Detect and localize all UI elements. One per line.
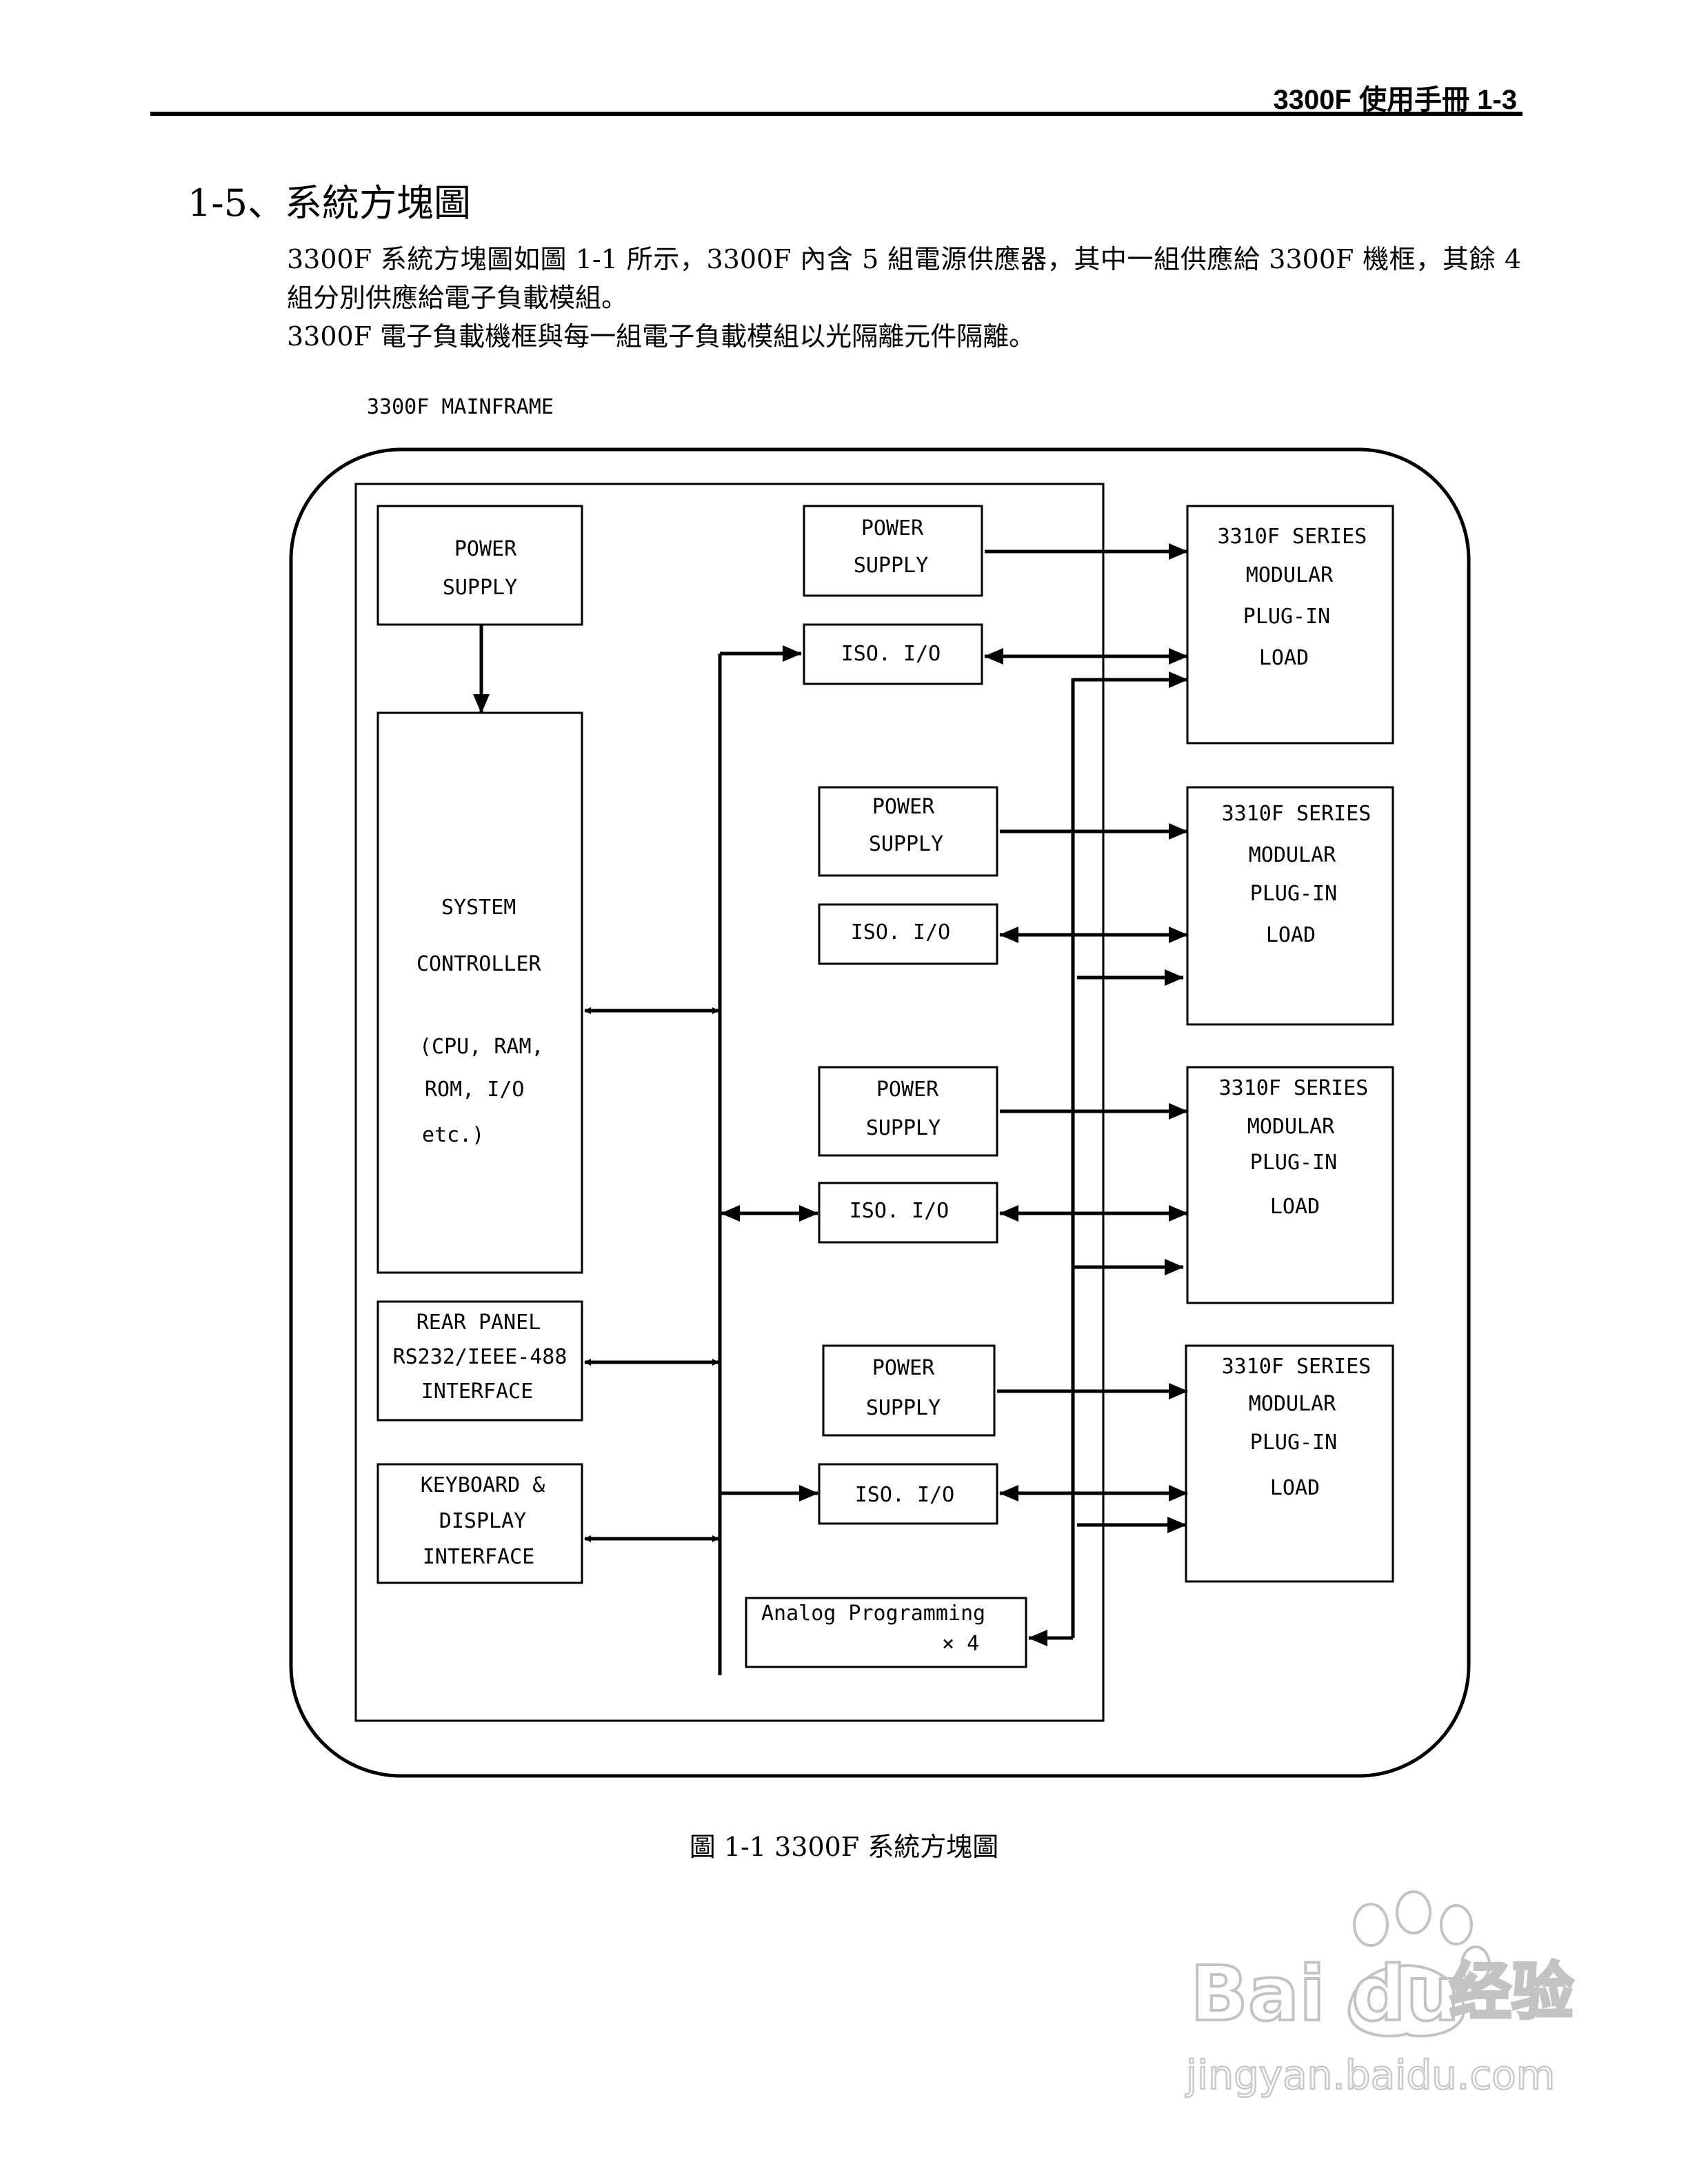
analog-programming-line-1: Analog Programming (761, 1601, 985, 1626)
load-module-4: 3310F SERIES MODULAR PLUG-IN LOAD (1185, 1344, 1394, 1583)
rear-panel-line-2: RS232/IEEE-488 (393, 1345, 567, 1369)
keyboard-line-3: INTERFACE (423, 1545, 535, 1569)
keyboard-line-1: KEYBOARD & (421, 1473, 545, 1497)
module-2-iso-io: ISO. I/O (818, 903, 998, 965)
module-3-power-line-1: POWER (876, 1078, 939, 1102)
system-controller-line-1: SYSTEM (441, 896, 516, 920)
module-2-power-line-2: SUPPLY (869, 832, 943, 856)
keyboard-line-2: DISPLAY (439, 1509, 526, 1533)
section-title: 1-5、系統方塊圖 (188, 181, 471, 225)
module-1-power-line-2: SUPPLY (854, 554, 928, 578)
figure-caption: 圖 1-1 3300F 系統方塊圖 (689, 1832, 999, 1862)
module-4-power-line-2: SUPPLY (866, 1396, 941, 1420)
load-module-3-line-4: LOAD (1270, 1195, 1320, 1219)
module-1-iso-io-label: ISO. I/O (841, 642, 941, 666)
module-1-iso-io: ISO. I/O (803, 623, 983, 685)
system-controller-block: SYSTEM CONTROLLER (CPU, RAM, ROM, I/O et… (376, 711, 583, 1274)
module-3-power-supply: POWER SUPPLY (818, 1066, 998, 1157)
analog-programming-block: Analog Programming × 4 (745, 1597, 1027, 1668)
module-2-power-line-1: POWER (872, 795, 935, 819)
module-2-power-supply: POWER SUPPLY (818, 786, 998, 877)
load-module-2-line-3: PLUG-IN (1250, 882, 1337, 906)
mainframe-box (354, 483, 1105, 1722)
load-module-4-line-3: PLUG-IN (1250, 1430, 1337, 1455)
watermark-url: jingyan.baidu.com (1185, 2052, 1555, 2099)
load-module-3: 3310F SERIES MODULAR PLUG-IN LOAD (1186, 1066, 1394, 1304)
load-module-4-line-1: 3310F SERIES (1222, 1355, 1372, 1379)
module-1-power-line-1: POWER (861, 516, 924, 540)
body-paragraph-2: 3300F 電子負載機框與每一組電子負載模組以光隔離元件隔離。 (287, 321, 1036, 352)
module-4-power-line-1: POWER (872, 1356, 935, 1380)
baidu-watermark-logo: Bai du 经验 jingyan.baidu.com (1184, 1890, 1575, 2099)
watermark-brand-cn: 经验 (1449, 1956, 1574, 2028)
header-rule (150, 112, 1523, 116)
rear-panel-line-3: INTERFACE (421, 1379, 534, 1404)
load-module-2-line-1: 3310F SERIES (1222, 802, 1372, 826)
system-controller-line-4: ROM, I/O (425, 1078, 525, 1102)
load-module-3-line-1: 3310F SERIES (1219, 1076, 1369, 1100)
module-1-power-supply: POWER SUPPLY (803, 505, 983, 597)
main-power-supply-block: POWER SUPPLY (376, 505, 583, 626)
load-module-2-line-2: MODULAR (1249, 843, 1336, 867)
module-3-power-line-2: SUPPLY (866, 1116, 941, 1140)
module-3-iso-io-label: ISO. I/O (850, 1199, 950, 1223)
module-3-iso-io: ISO. I/O (818, 1182, 998, 1244)
analog-programming-line-2: × 4 (942, 1632, 979, 1656)
outer-frame (289, 447, 1471, 1778)
load-module-3-line-2: MODULAR (1247, 1115, 1335, 1139)
load-module-1-line-1: 3310F SERIES (1218, 525, 1367, 549)
page-header: 3300F 使用手冊 1-3 (1273, 85, 1517, 115)
system-controller-line-2: CONTROLLER (416, 952, 542, 976)
system-controller-line-3: (CPU, RAM, (419, 1035, 544, 1059)
load-module-1-line-4: LOAD (1259, 646, 1309, 670)
system-controller-line-5: etc.) (422, 1123, 484, 1147)
load-module-1: 3310F SERIES MODULAR PLUG-IN LOAD (1186, 505, 1394, 745)
load-module-2: 3310F SERIES MODULAR PLUG-IN LOAD (1186, 786, 1394, 1026)
load-module-4-line-2: MODULAR (1249, 1392, 1336, 1416)
load-module-1-line-2: MODULAR (1246, 563, 1334, 587)
rear-panel-line-1: REAR PANEL (416, 1311, 541, 1335)
module-4-iso-io-label: ISO. I/O (855, 1483, 955, 1507)
watermark-brand: Bai du (1190, 1950, 1460, 2038)
load-module-3-line-3: PLUG-IN (1250, 1151, 1337, 1175)
main-power-supply-line-1: POWER (454, 537, 517, 561)
load-module-2-line-4: LOAD (1266, 923, 1316, 947)
keyboard-display-interface-block: KEYBOARD & DISPLAY INTERFACE (376, 1463, 583, 1584)
body-paragraph-1: 3300F 系統方塊圖如圖 1-1 所示，3300F 內含 5 組電源供應器，其… (287, 244, 1521, 313)
mainframe-label: 3300F MAINFRAME (367, 395, 554, 419)
load-module-1-line-3: PLUG-IN (1243, 605, 1330, 629)
module-2-iso-io-label: ISO. I/O (851, 920, 951, 944)
load-module-4-line-4: LOAD (1270, 1476, 1320, 1500)
rear-panel-interface-block: REAR PANEL RS232/IEEE-488 INTERFACE (376, 1300, 583, 1422)
module-4-power-supply: POWER SUPPLY (822, 1344, 996, 1437)
main-power-supply-line-2: SUPPLY (443, 576, 517, 600)
module-4-iso-io: ISO. I/O (818, 1463, 998, 1525)
